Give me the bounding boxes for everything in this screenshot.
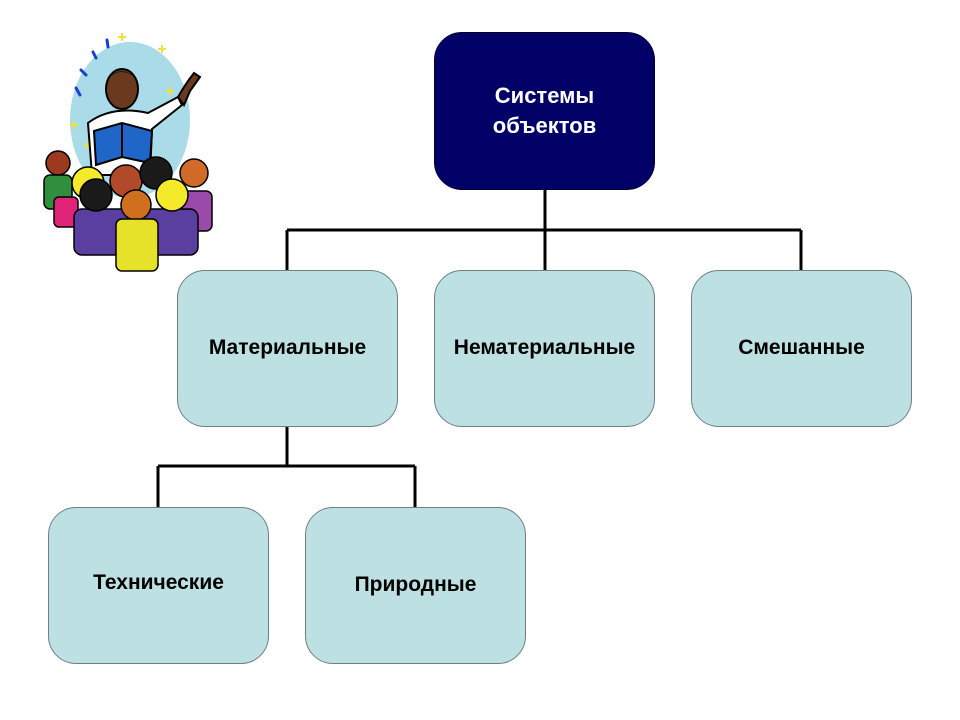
node-non-material: Нематериальные (434, 270, 655, 427)
node-label: Природные (355, 571, 477, 599)
node-natural: Природные (305, 507, 526, 664)
teacher-with-students-clipart (30, 25, 230, 275)
node-label: Технические (93, 569, 224, 597)
node-label: Системы объектов (465, 81, 624, 140)
node-label: Смешанные (738, 334, 865, 362)
node-systems-of-objects: Системы объектов (434, 32, 655, 190)
node-label: Нематериальные (454, 334, 635, 362)
node-mixed: Смешанные (691, 270, 912, 427)
node-label: Материальные (209, 334, 366, 362)
node-technical: Технические (48, 507, 269, 664)
node-material: Материальные (177, 270, 398, 427)
